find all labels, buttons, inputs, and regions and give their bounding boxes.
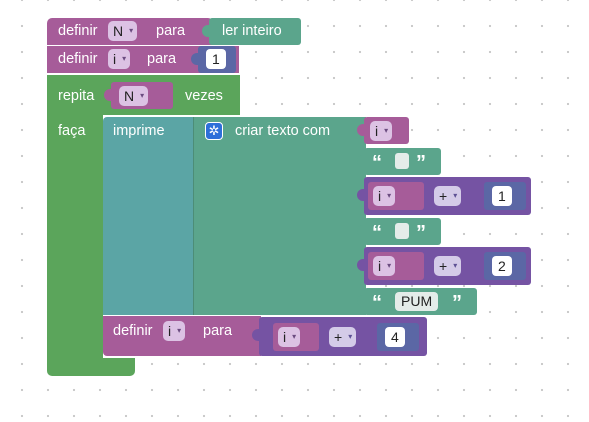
number-block-1[interactable]: 1 [191, 46, 236, 73]
set-n-keyword: definir [58, 23, 98, 39]
dropdown-arrow-icon: ▾ [122, 54, 127, 63]
join-item-math-i-plus-1[interactable]: i▾ +▾ 1 [357, 177, 531, 215]
read-integer-block[interactable]: ler inteiro [202, 18, 301, 45]
number-field[interactable]: 1 [492, 186, 512, 206]
open-quote-icon: “ [372, 292, 382, 314]
math-operand-var-label: i [378, 188, 382, 204]
math-operand-number-block[interactable]: 1 [484, 182, 526, 210]
empty-text-field[interactable] [395, 223, 409, 239]
text-join-block[interactable]: ✲ criar texto com [193, 117, 363, 315]
math-operand-var-label: i [378, 258, 382, 274]
math-operand-number-block[interactable]: 4 [377, 323, 419, 351]
set-i-keyword: definir [58, 51, 98, 67]
math-operand-var-dropdown[interactable]: i▾ [373, 256, 396, 276]
join-item-var-label: i [375, 123, 379, 139]
dropdown-arrow-icon: ▾ [292, 332, 297, 341]
number-field[interactable]: 1 [206, 49, 226, 69]
set-i-increment-to-label: para [203, 323, 233, 339]
set-i-increment-block[interactable]: definir i▾ para [103, 316, 261, 356]
dropdown-arrow-icon: ▾ [140, 91, 145, 100]
input-connector [104, 89, 111, 101]
math-operator-label: + [334, 329, 343, 345]
join-item-text-pum[interactable]: “ PUM ” [357, 288, 477, 315]
repeat-count-variable-dropdown[interactable]: N▾ [119, 86, 149, 106]
open-quote-icon: “ [372, 152, 382, 174]
print-keyword: imprime [113, 123, 165, 139]
join-item-var-i[interactable]: i▾ [357, 117, 409, 144]
input-connector [252, 329, 259, 341]
read-integer-label: ler inteiro [222, 23, 282, 39]
join-item-empty-text-1[interactable]: “ ” [357, 148, 441, 175]
math-operator-label: + [439, 188, 448, 204]
dropdown-arrow-icon: ▾ [387, 261, 392, 270]
set-i-increment-variable-dropdown[interactable]: i▾ [163, 321, 186, 341]
repeat-count-block[interactable]: N▾ [104, 82, 173, 109]
dropdown-arrow-icon: ▾ [453, 261, 458, 270]
text-field[interactable]: PUM [395, 292, 439, 311]
gear-icon[interactable]: ✲ [205, 122, 223, 140]
input-connector [202, 25, 209, 37]
input-connector [357, 124, 364, 136]
number-field[interactable]: 4 [385, 327, 405, 347]
repeat-keyword: repita [58, 88, 95, 104]
open-quote-icon: “ [372, 222, 382, 244]
set-i-increment-variable-label: i [168, 323, 172, 339]
math-operand-var-block[interactable]: i▾ [368, 252, 424, 280]
close-quote-icon: ” [416, 222, 426, 244]
math-operand-number-block[interactable]: 2 [484, 252, 526, 280]
math-operator-label: + [439, 258, 448, 274]
join-item-math-i-plus-2[interactable]: i▾ +▾ 2 [357, 247, 531, 285]
math-operand-var-dropdown[interactable]: i▾ [278, 327, 301, 347]
set-i-to-label: para [147, 51, 177, 67]
set-i-variable-dropdown[interactable]: i▾ [108, 49, 131, 69]
math-operand-var-dropdown[interactable]: i▾ [373, 186, 396, 206]
input-connector [357, 189, 364, 201]
repeat-do-column: faça [47, 115, 103, 360]
set-n-variable-label: N [113, 23, 124, 39]
math-operator-dropdown[interactable]: +▾ [329, 327, 357, 347]
math-operator-dropdown[interactable]: +▾ [434, 256, 462, 276]
math-operand-var-block[interactable]: i▾ [273, 323, 319, 351]
close-quote-icon: ” [452, 292, 462, 314]
set-i-variable-label: i [113, 51, 117, 67]
math-operator-dropdown[interactable]: +▾ [434, 186, 462, 206]
math-operand-var-label: i [283, 329, 287, 345]
repeat-count-variable-label: N [124, 88, 135, 104]
math-add-block-4[interactable]: i▾ +▾ 4 [252, 317, 427, 356]
set-n-block[interactable]: definir N▾ para [47, 18, 213, 45]
input-connector [191, 53, 198, 65]
join-item-var-dropdown[interactable]: i▾ [370, 121, 393, 141]
set-n-variable-dropdown[interactable]: N▾ [108, 21, 138, 41]
repeat-times-label: vezes [185, 88, 223, 104]
repeat-do-label: faça [58, 123, 86, 139]
input-connector [357, 259, 364, 271]
repeat-block[interactable]: repita N▾ vezes [47, 75, 240, 115]
print-block[interactable]: imprime [103, 117, 193, 315]
input-connector [357, 225, 364, 237]
math-operand-var-block[interactable]: i▾ [368, 182, 424, 210]
dropdown-arrow-icon: ▾ [384, 126, 389, 135]
input-connector [357, 155, 364, 167]
text-join-label: criar texto com [235, 123, 331, 139]
dropdown-arrow-icon: ▾ [348, 332, 353, 341]
repeat-bottom-bar [47, 358, 135, 376]
dropdown-arrow-icon: ▾ [453, 191, 458, 200]
empty-text-field[interactable] [395, 153, 409, 169]
dropdown-arrow-icon: ▾ [129, 26, 134, 35]
text-join-input-column [354, 117, 366, 315]
dropdown-arrow-icon: ▾ [387, 191, 392, 200]
number-field[interactable]: 2 [492, 256, 512, 276]
join-item-empty-text-2[interactable]: “ ” [357, 218, 441, 245]
close-quote-icon: ” [416, 152, 426, 174]
set-i-increment-keyword: definir [113, 323, 153, 339]
set-n-to-label: para [156, 23, 186, 39]
dropdown-arrow-icon: ▾ [177, 326, 182, 335]
input-connector [357, 295, 364, 307]
